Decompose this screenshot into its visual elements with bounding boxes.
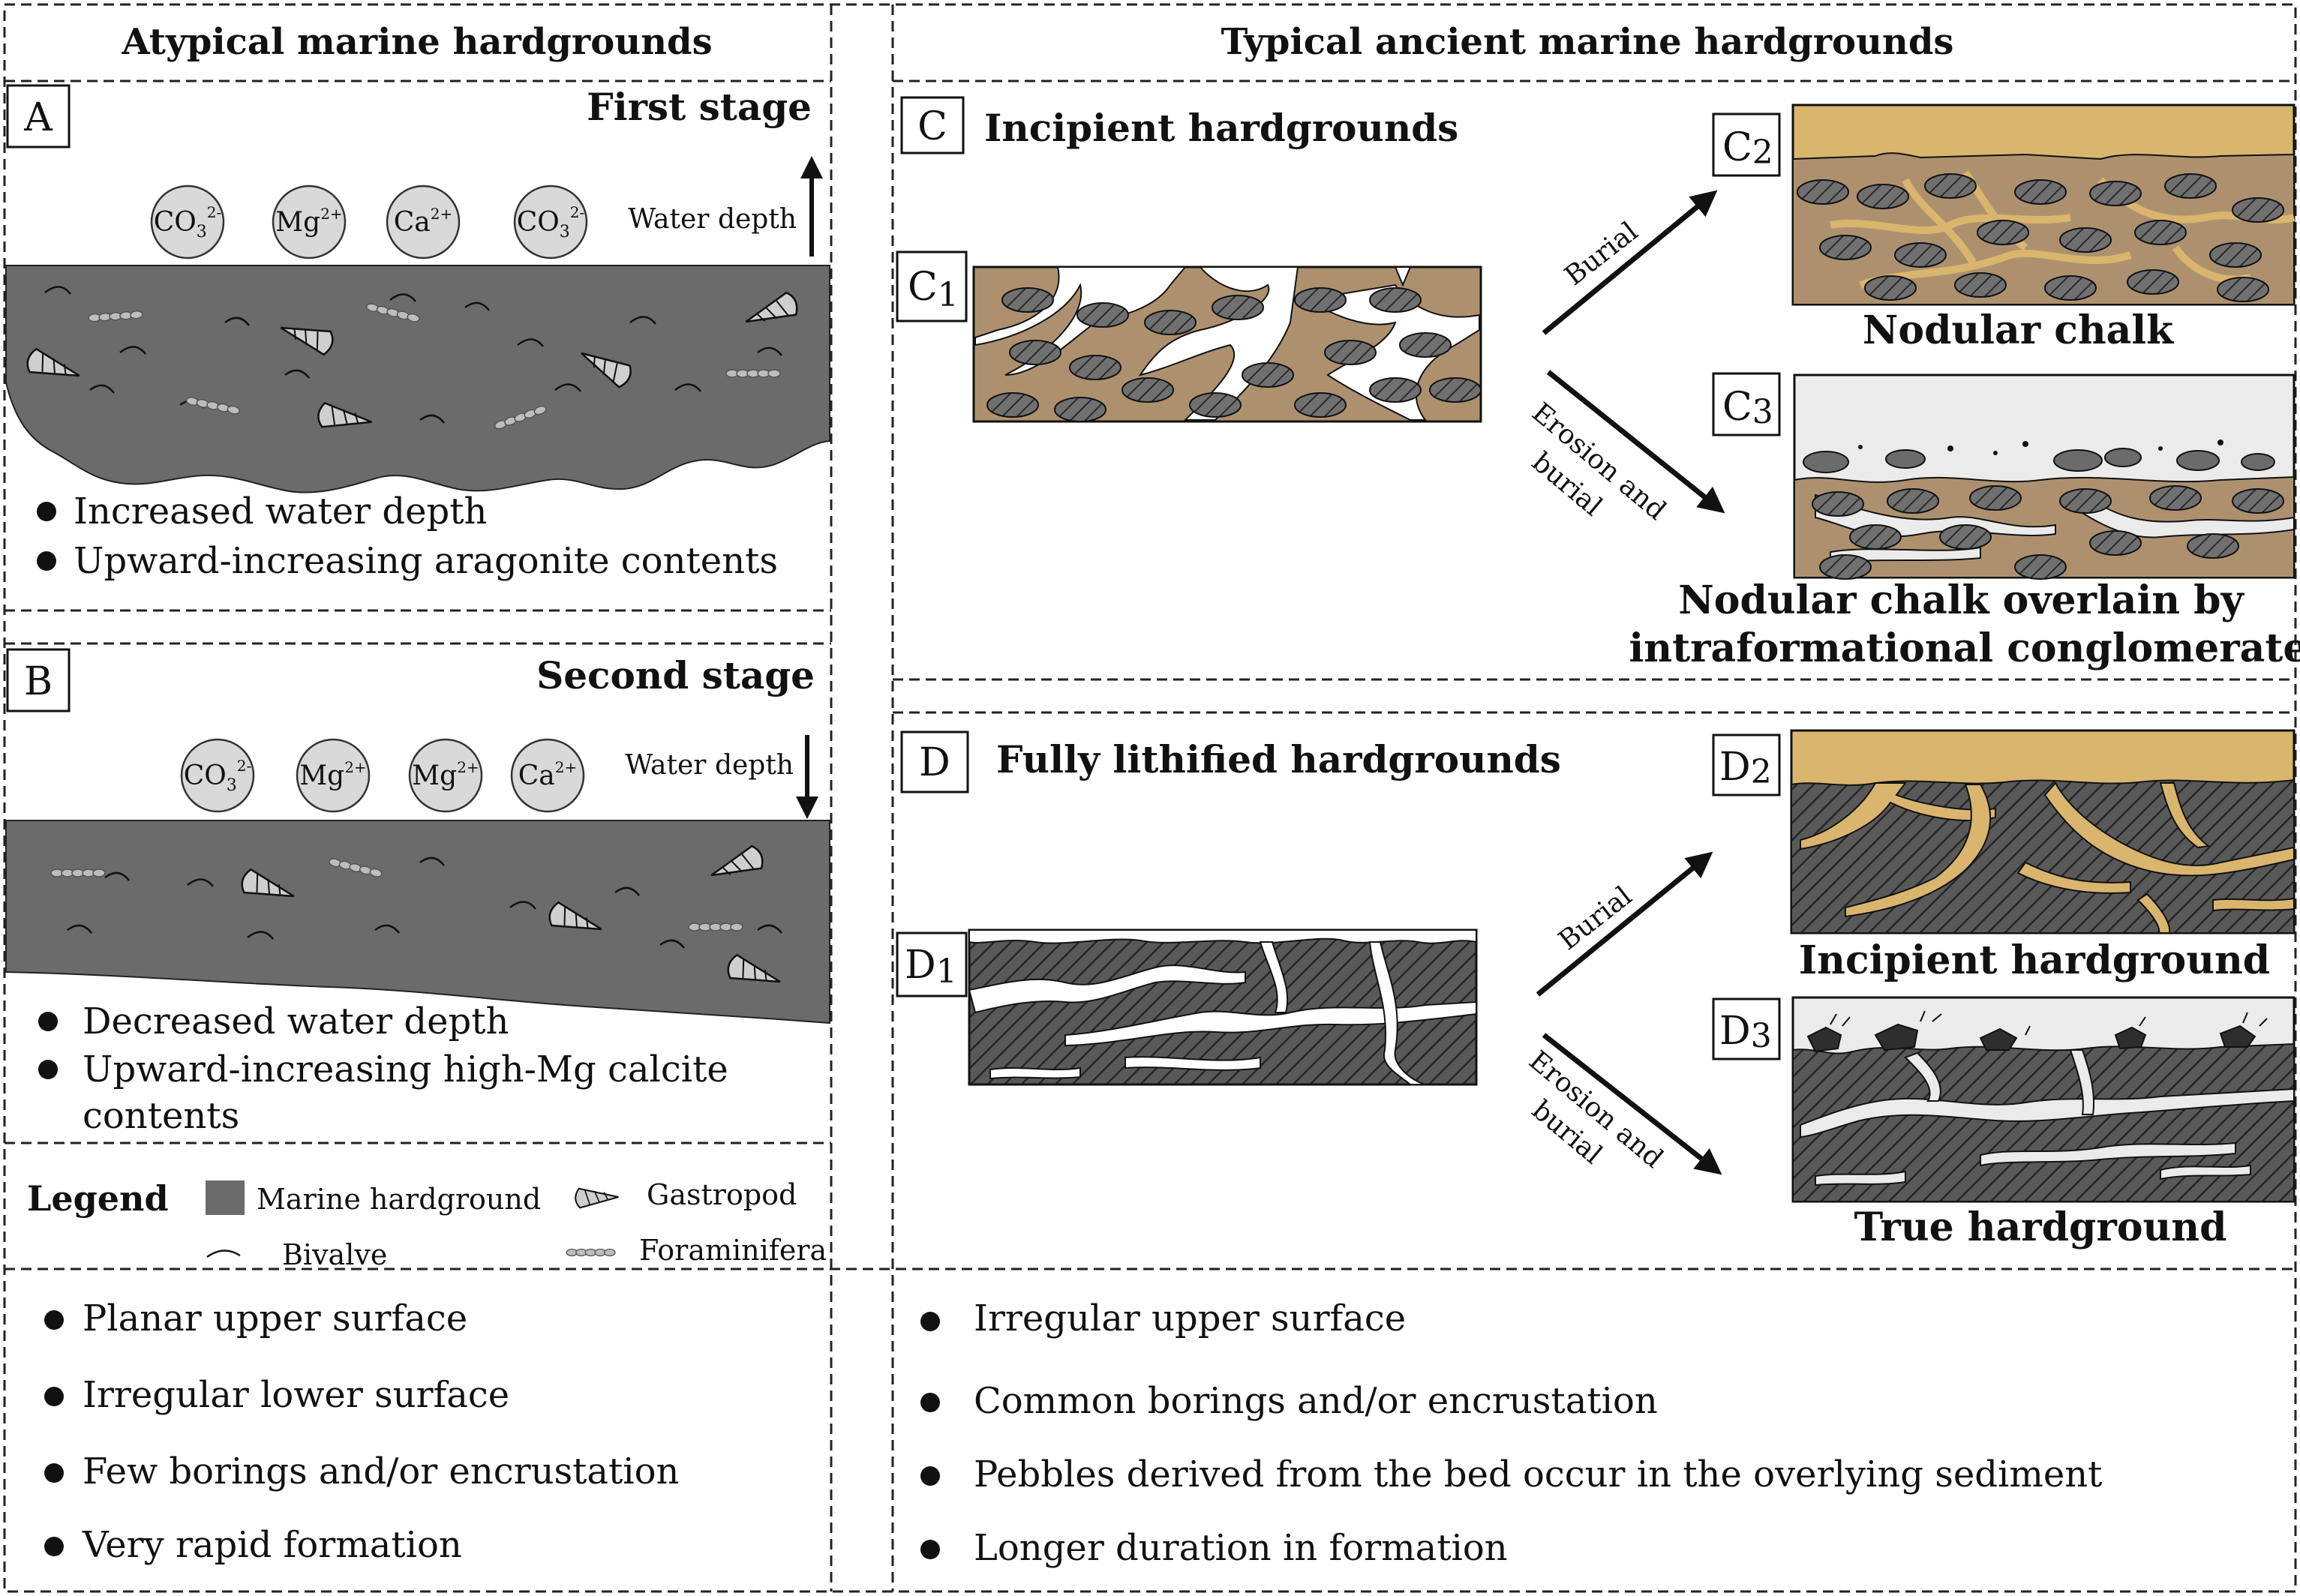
legend-hardground-label: Marine hardground: [257, 1183, 541, 1216]
panel-b-bullet-2: Upward-increasing high-Mg calcite: [83, 1048, 728, 1090]
panel-d1-label: D1: [905, 943, 957, 991]
c1-nodular-block: [972, 266, 1482, 423]
legend-title: Legend: [27, 1178, 169, 1219]
ion-co-circle: CO32-: [150, 184, 225, 260]
panel-a-bullets: Increased water depth Upward-increasing …: [37, 490, 778, 582]
panel-b: B Second stage Water depth CO32- Mg2+ Mg2+…: [5, 648, 830, 1137]
ion-co-circle: CO32-: [513, 184, 588, 260]
panel-c1-label: C1: [908, 265, 959, 314]
bottom-right-item-2: Common borings and/or encrustation: [974, 1380, 1658, 1422]
ion-co-circle: CO32-: [180, 738, 255, 813]
panel-a-bullet-2: Upward-increasing aragonite contents: [74, 540, 778, 582]
bottom-left-item-1: Planar upper surface: [83, 1298, 467, 1340]
panel-b-letter: B: [24, 659, 53, 704]
d2-incipient-hardground: [1790, 729, 2295, 934]
ions-row-b: CO32- Mg2+ Mg2+ Ca2+: [180, 738, 585, 813]
ion-label: Mg2+: [275, 205, 342, 238]
bottom-right-item-1: Irregular upper surface: [974, 1298, 1406, 1340]
hardground-layer-a: [5, 265, 830, 494]
ion-mg-circle: Mg2+: [408, 738, 483, 813]
ion-mg-circle: Mg2+: [272, 184, 347, 260]
panel-c-title: Incipient hardgrounds: [984, 106, 1458, 150]
erosion-arrow-c: [1546, 370, 1725, 514]
d3-caption: True hardground: [1854, 1204, 2227, 1250]
d2-caption: Incipient hardground: [1799, 938, 2270, 983]
panel-b-water-depth: Water depth: [625, 750, 794, 781]
bottom-left-list: Planar upper surface Irregular lower sur…: [44, 1298, 679, 1566]
panel-d-letter: D: [919, 740, 950, 785]
legend: Legend Marine hardground Gastropod Bival…: [27, 1178, 827, 1271]
right-header: Typical ancient marine hardgrounds: [1221, 21, 1954, 63]
burial-arrow-d: [1536, 851, 1713, 997]
panel-c2-label: C2: [1722, 125, 1773, 172]
ion-mg-circle: Mg2+: [296, 738, 371, 813]
ion-label: CO32-: [154, 203, 222, 242]
d3-true-hardground: [1791, 996, 2295, 1203]
burial-arrow-c: [1542, 190, 1718, 335]
burial-label-c: Burial: [1559, 216, 1644, 292]
panel-d2-label: D2: [1719, 745, 1772, 791]
panel-a-stage: First stage: [587, 85, 812, 129]
c2-nodular-chalk: [1791, 104, 2295, 306]
ion-ca-circle: Ca2+: [510, 738, 585, 813]
d1-lithified-block: [968, 928, 1478, 1086]
legend-bivalve-label: Bivalve: [282, 1238, 387, 1271]
panel-a: A First stage Water depth CO32-Mg2+Ca2+C…: [5, 84, 830, 582]
legend-gastropod-label: Gastropod: [647, 1178, 797, 1211]
c3-nodular-chalk-conglomerate: [1793, 374, 2295, 580]
ions-row-a: CO32- Mg2+ Ca2+ CO32-: [150, 184, 588, 260]
bottom-left-item-3: Few borings and/or encrustation: [83, 1450, 679, 1492]
ion-ca-circle: Ca2+: [386, 184, 461, 260]
bottom-right-item-4: Longer duration in formation: [974, 1527, 1508, 1569]
erosion-arrow-d: [1542, 1033, 1722, 1175]
bottom-right-list: Irregular upper surface Common borings a…: [920, 1298, 2102, 1569]
ion-label: CO32-: [517, 203, 585, 242]
panel-b-bullets: Decreased water depth Upward-increasing …: [38, 1000, 728, 1137]
panel-a-water-depth: Water depth: [628, 204, 797, 235]
ion-label: Mg2+: [299, 758, 366, 791]
panel-a-bullet-1: Increased water depth: [74, 490, 487, 532]
ion-label: CO32-: [184, 757, 252, 795]
ion-label: Ca2+: [518, 758, 578, 791]
panel-c: C Incipient hardgrounds C1 Bur: [896, 96, 2300, 671]
panel-b-bullet-1: Decreased water depth: [83, 1000, 509, 1042]
frame-lines: [3, 3, 2297, 1593]
panel-d3-label: D3: [1719, 1009, 1772, 1055]
panel-b-bullet-2-cont: contents: [83, 1095, 239, 1137]
panel-c-letter: C: [917, 104, 947, 149]
legend-foraminifera-label: Foraminifera: [639, 1234, 827, 1267]
gastropod-icon: [575, 1187, 620, 1209]
panel-b-stage: Second stage: [536, 653, 815, 698]
bivalve-icon: [67, 856, 782, 949]
bottom-left-item-4: Very rapid formation: [82, 1524, 462, 1566]
c3-caption-1: Nodular chalk overlain by: [1678, 578, 2244, 623]
ion-label: Mg2+: [412, 758, 479, 791]
ion-label: Ca2+: [394, 205, 453, 238]
bivalve-icon: [206, 1250, 241, 1258]
left-header: Atypical marine hardgrounds: [121, 21, 712, 63]
c2-caption: Nodular chalk: [1863, 308, 2174, 353]
legend-hardground-swatch: [206, 1180, 245, 1215]
foraminifera-icon: [566, 1248, 616, 1257]
bottom-left-item-2: Irregular lower surface: [83, 1374, 509, 1416]
panel-c3-label: C3: [1722, 385, 1773, 431]
panel-d-title: Fully lithified hardgrounds: [996, 737, 1561, 782]
panel-d: D Fully lithified hardgrounds D1 Burial …: [896, 729, 2295, 1250]
c3-caption-2: intraformational conglomerate: [1629, 626, 2300, 671]
bottom-right-item-3: Pebbles derived from the bed occur in th…: [974, 1454, 2102, 1496]
panel-a-letter: A: [23, 95, 53, 140]
hardground-layer-b: [5, 820, 830, 1024]
